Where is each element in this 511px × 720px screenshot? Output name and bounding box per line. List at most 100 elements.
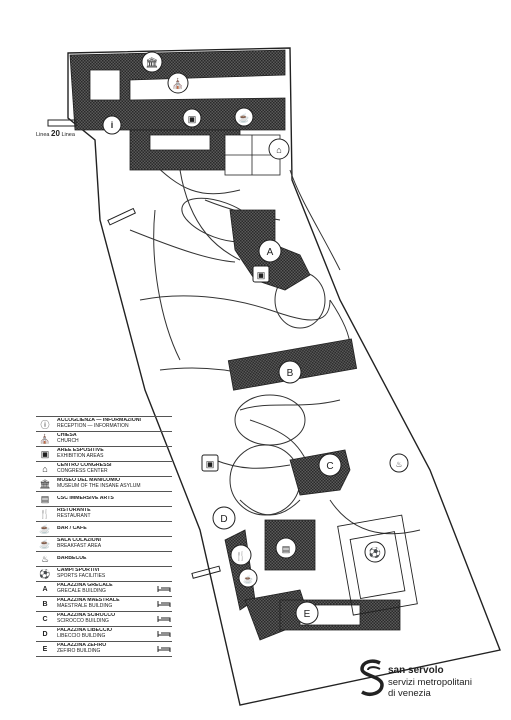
legend-label-it: CENTRO CONGRESSI [57, 463, 112, 469]
legend-label-it: PALAZZINA ZEFIRO [57, 643, 107, 649]
legend-label-it: CSC IMMERSIVE ARTS [57, 496, 114, 502]
congress-icon: ⌂ [42, 464, 48, 474]
legend-label-en: EXHIBITION AREAS [57, 453, 104, 459]
building-a-label: A [267, 247, 274, 258]
map-cafe-icon: ☕ [238, 112, 249, 123]
bed-icon [157, 586, 171, 592]
legend-row: ▤ CSC IMMERSIVE ARTS [36, 492, 172, 507]
legend-text: CSC IMMERSIVE ARTS [54, 496, 172, 502]
legend-label-en: SCIROCCO BUILDING [57, 618, 109, 624]
map-restaurant-icon: 🍴 [235, 550, 246, 562]
map-immersive-icon: ▤ [282, 544, 291, 554]
legend-letter-badge: C [36, 613, 54, 625]
legend-letter: D [42, 630, 48, 638]
legend-label-en: SPORTS FACILITIES [57, 573, 106, 579]
legend-label-it: BARBECUE [57, 556, 87, 562]
legend-label-en: RESTAURANT [57, 513, 91, 519]
building-c-label: C [326, 461, 333, 472]
legend-label-en: BREAKFAST AREA [57, 543, 102, 549]
legend-letter: E [42, 645, 48, 653]
building-b-label: B [287, 368, 294, 379]
west-jetty [107, 207, 137, 226]
legend-label-it: PALAZZINA GRECALE [57, 583, 113, 589]
map-breakfast-icon: ☕ [243, 574, 253, 584]
map-exhibition-icon: ▣ [188, 114, 197, 124]
bed-icon [157, 631, 171, 637]
legend-label-it: MUSEO DEL MANICOMIO [57, 478, 121, 484]
map-info-icon: i [111, 120, 114, 130]
sw-jetty [191, 565, 221, 579]
immersive-icon: ▤ [40, 493, 50, 504]
legend-letter-badge: A [36, 583, 54, 595]
map-museum-icon: 🏛 [146, 57, 159, 69]
map-sports-icon: ⚽ [368, 546, 381, 559]
map-exhibition-icon: ▣ [257, 270, 266, 280]
legend-letter-badge: E [36, 643, 54, 655]
legend-row: ☕BAR / CAFÉ [36, 522, 172, 537]
legend-label-en: GRECALE BUILDING [57, 588, 106, 594]
brand-line-1: servizi metropolitani [388, 677, 472, 688]
map-exhibition-icon: ▣ [206, 459, 215, 469]
bed-icon [157, 616, 171, 622]
building-e-label: E [304, 609, 311, 620]
museum-icon: 🏛 [39, 478, 51, 489]
legend-letter-badge: D [36, 628, 54, 640]
legend-label-en: MUSEUM OF THE INSANE ASYLUM [57, 483, 141, 489]
map-icons [102, 51, 409, 588]
legend-label-it: PALAZZINA SCIROCCO [57, 613, 116, 619]
restaurant-icon: 🍴 [39, 508, 51, 519]
legend-text: BAR / CAFÉ [54, 526, 172, 532]
legend-label-it: PALAZZINA MAESTRALE [57, 598, 120, 604]
sports-field [337, 514, 418, 616]
legend-label-it: PALAZZINA LIBECCIO [57, 628, 113, 634]
legend-letter: A [42, 585, 48, 593]
church-icon: ⛪ [39, 433, 51, 444]
building-d-label: D [220, 514, 227, 525]
brand-line-2: di venezia [388, 688, 431, 699]
bed-icon [157, 601, 171, 607]
bed-icon [157, 646, 171, 652]
ferry-stop-label: Linea 20 Linea [36, 129, 75, 138]
legend-letter: B [42, 600, 48, 608]
logo-s-icon [360, 659, 384, 696]
map-church-icon: ⛪ [172, 77, 184, 90]
legend-label-it: ACCOGLIENZA — INFORMAZIONI [57, 418, 141, 424]
legend-label-it: SALA COLAZIONI [57, 538, 101, 544]
brand-name: san servolo [388, 665, 444, 676]
map-congress-icon: ⌂ [276, 145, 281, 155]
legend-label-it: RISTORANTE [57, 508, 91, 514]
cafe-icon: ☕ [39, 523, 51, 534]
legend-text: BARBECUE [54, 556, 172, 562]
brand-logo: san servolo servizi metropolitani di ven… [358, 657, 508, 703]
legend-label-en: RECEPTION — INFORMATION [57, 423, 129, 429]
map-barbecue-icon: ♨ [395, 460, 402, 469]
legend-label-it: AREE ESPOSITIVE [57, 448, 104, 454]
barbecue-icon: ♨ [40, 553, 50, 564]
sports-icon: ⚽ [39, 568, 51, 579]
legend-label-it: CHIESA [57, 433, 77, 439]
legend-letter-badge: B [36, 598, 54, 610]
